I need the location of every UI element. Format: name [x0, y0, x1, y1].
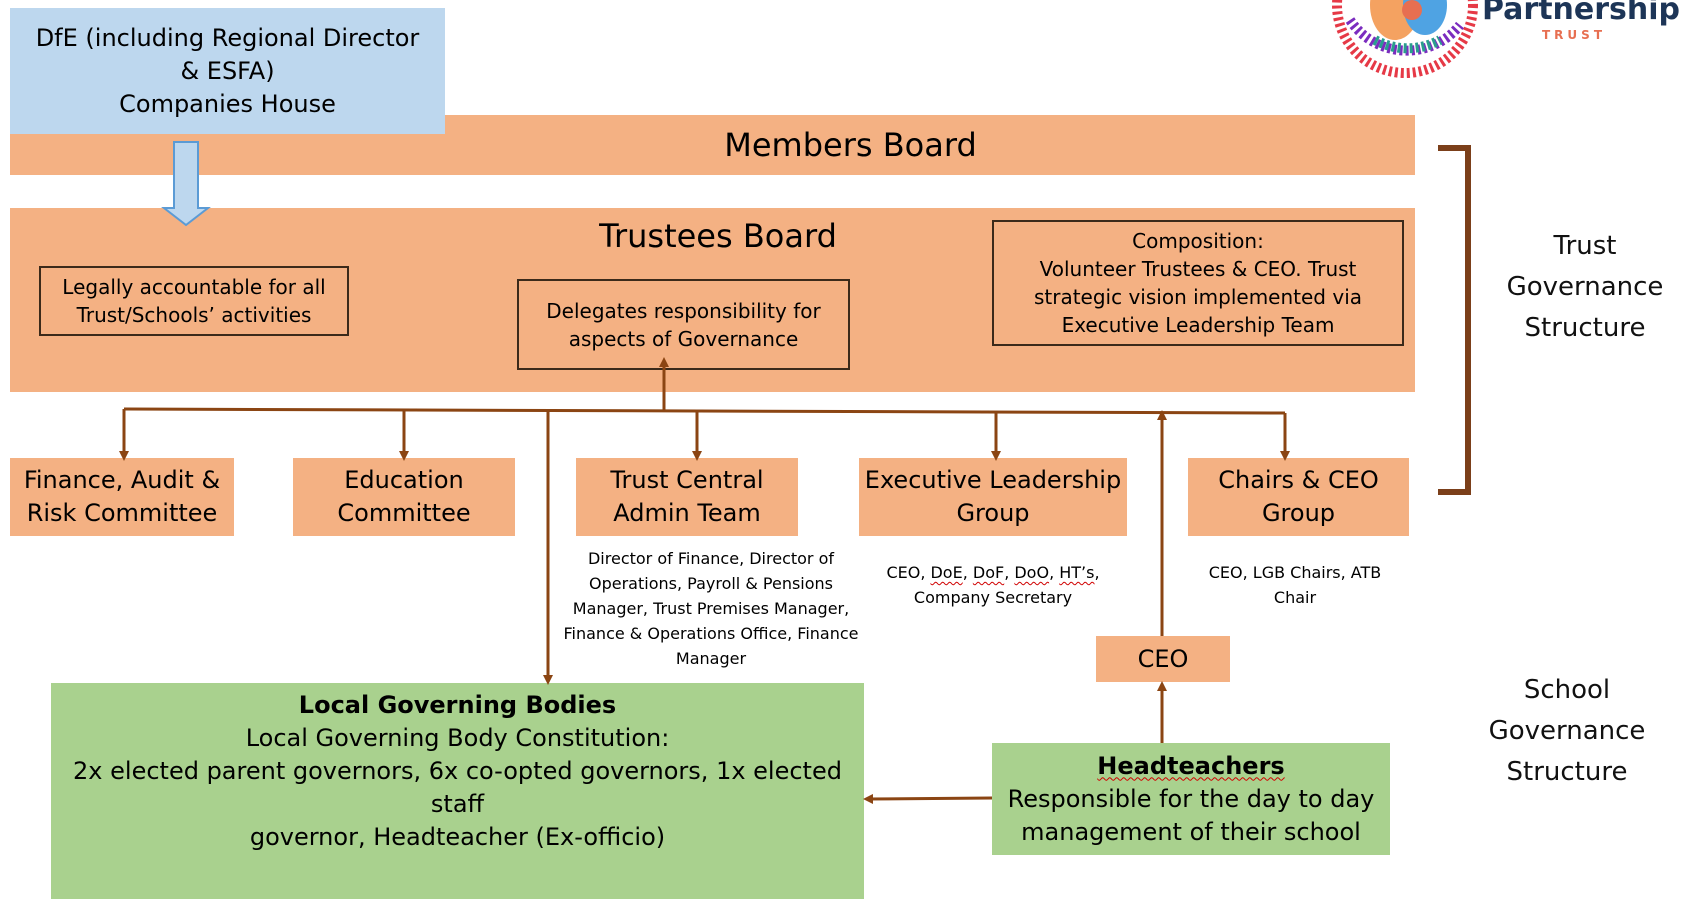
- finance-line1: Finance, Audit &: [23, 466, 221, 494]
- exec-note-sep1: ,: [962, 563, 973, 582]
- local-governing-bodies-box: Local Governing Bodies Local Governing B…: [51, 683, 864, 899]
- trustees-board: Trustees Board Legally accountable for a…: [10, 208, 1415, 392]
- central-note-line1: Director of Finance, Director of: [587, 549, 835, 568]
- dfe-line3: Companies House: [119, 89, 336, 118]
- chairs-note: CEO, LGB Chairs, ATB Chair: [1185, 560, 1405, 610]
- accountable-box: Legally accountable for all Trust/School…: [39, 266, 349, 336]
- exec-note-sep3: ,: [1049, 563, 1060, 582]
- finance-line2: Risk Committee: [26, 499, 218, 527]
- executive-line2: Group: [956, 499, 1030, 527]
- central-note-line5: Manager: [675, 649, 747, 668]
- education-committee-box: Education Committee: [293, 458, 515, 536]
- lgb-line3: governor, Headteacher (Ex-officio): [249, 822, 666, 851]
- trustees-board-title: Trustees Board: [599, 217, 837, 255]
- delegates-line2: aspects of Governance: [568, 326, 799, 351]
- exec-note-hts: HT’s: [1059, 563, 1095, 582]
- ceo-label: CEO: [1137, 644, 1189, 673]
- members-board: Members Board: [10, 115, 1415, 175]
- logo-icon: [1332, 0, 1478, 78]
- chairs-ceo-box: Chairs & CEO Group: [1188, 458, 1409, 536]
- delegates-line1: Delegates responsibility for: [546, 298, 821, 323]
- exec-note-sep2: ,: [1004, 563, 1015, 582]
- school-label-line3: Structure: [1506, 757, 1628, 787]
- school-label-line1: School: [1523, 675, 1611, 705]
- main-horizontal-connector: [123, 407, 1286, 415]
- chairs-line2: Group: [1261, 499, 1336, 527]
- education-line2: Committee: [337, 499, 471, 527]
- trust-logo: Partnership TRUST: [1330, 0, 1682, 80]
- exec-note-doo: DoO: [1014, 563, 1050, 582]
- finance-committee-box: Finance, Audit & Risk Committee: [10, 458, 234, 536]
- headteachers-to-lgb-connector: [863, 793, 993, 804]
- central-note-line3: Manager, Trust Premises Manager,: [572, 599, 850, 618]
- headteachers-line1: Responsible for the day to day: [1007, 784, 1375, 813]
- exec-note-sep4: ,: [1094, 563, 1100, 582]
- chairs-note-line1: CEO, LGB Chairs, ATB: [1208, 563, 1382, 582]
- school-governance-label: School Governance Structure: [1472, 670, 1662, 793]
- exec-note-doe: DoE: [930, 563, 963, 582]
- central-note-line2: Operations, Payroll & Pensions: [589, 574, 833, 593]
- trust-label-line2: Governance: [1506, 272, 1664, 302]
- lgb-line1: Local Governing Body Constitution:: [245, 723, 670, 752]
- ceo-box: CEO: [1096, 636, 1230, 682]
- logo-sub: TRUST: [1542, 28, 1606, 42]
- headteachers-box: Headteachers Responsible for the day to …: [992, 743, 1390, 855]
- school-label-line2: Governance: [1488, 716, 1646, 746]
- central-line1: Trust Central: [610, 466, 764, 494]
- logo-name: Partnership: [1482, 0, 1681, 27]
- executive-leadership-box: Executive Leadership Group: [859, 458, 1127, 536]
- central-admin-note: Director of Finance, Director of Operati…: [546, 546, 876, 671]
- composition-box: Composition: Volunteer Trustees & CEO. T…: [992, 220, 1404, 346]
- executive-line1: Executive Leadership: [864, 466, 1122, 494]
- headteachers-line2: management of their school: [1021, 817, 1361, 846]
- composition-line2: Volunteer Trustees & CEO. Trust: [1039, 257, 1357, 281]
- executive-note-line2: Company Secretary: [913, 588, 1073, 607]
- executive-note-line1: CEO, DoE, DoF, DoO, HT’s,: [868, 560, 1118, 585]
- trust-label-line3: Structure: [1524, 313, 1646, 343]
- lgb-title: Local Governing Bodies: [298, 690, 617, 719]
- headteachers-title: Headteachers: [1097, 751, 1285, 780]
- chairs-note-line2: Chair: [1273, 588, 1317, 607]
- members-board-title: Members Board: [724, 126, 977, 164]
- trust-governance-bracket: [1438, 145, 1471, 495]
- dfe-box: DfE (including Regional Director & ESFA)…: [10, 8, 445, 134]
- education-line1: Education: [344, 466, 464, 494]
- trust-governance-label: Trust Governance Structure: [1490, 226, 1680, 349]
- composition-line4: Executive Leadership Team: [1061, 313, 1335, 337]
- composition-line1: Composition:: [1132, 229, 1264, 253]
- chairs-line1: Chairs & CEO: [1218, 466, 1379, 494]
- composition-line3: strategic vision implemented via: [1033, 285, 1363, 309]
- accountable-line2: Trust/Schools’ activities: [76, 303, 312, 327]
- central-line2: Admin Team: [613, 499, 761, 527]
- dfe-line1: DfE (including Regional Director: [35, 23, 420, 52]
- lgb-line2: 2x elected parent governors, 6x co-opted…: [73, 756, 842, 818]
- exec-note-dof: DoF: [972, 563, 1005, 582]
- trust-label-line1: Trust: [1553, 231, 1617, 261]
- dfe-down-arrow: [161, 141, 211, 227]
- dfe-line2: & ESFA): [180, 56, 275, 85]
- executive-note: CEO, DoE, DoF, DoO, HT’s, Company Secret…: [868, 560, 1118, 610]
- exec-note-ceo: CEO,: [886, 563, 931, 582]
- accountable-line1: Legally accountable for all: [62, 275, 326, 299]
- central-note-line4: Finance & Operations Office, Finance: [563, 624, 859, 643]
- central-admin-box: Trust Central Admin Team: [576, 458, 798, 536]
- delegates-box: Delegates responsibility for aspects of …: [517, 279, 850, 370]
